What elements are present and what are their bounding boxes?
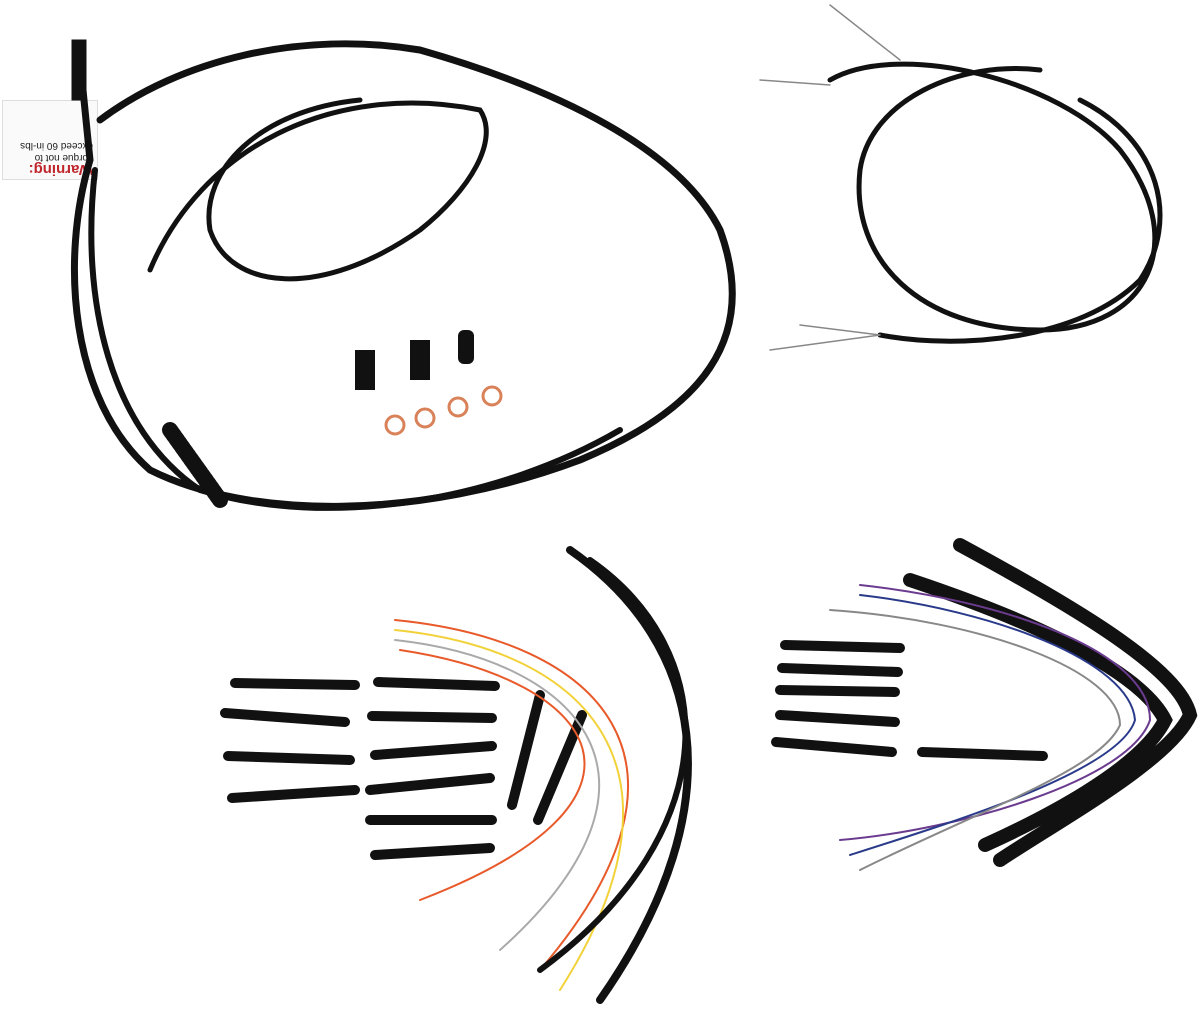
wiring-harness-right (829, 584, 1152, 871)
heat-shrink-tubes (220, 538, 1198, 867)
throttle-cables (759, 4, 1163, 351)
cable-end-fitting (71, 39, 87, 101)
hardware (355, 330, 503, 436)
wiring-harness-left (394, 546, 692, 1004)
brake-clutch-cables (70, 39, 736, 511)
